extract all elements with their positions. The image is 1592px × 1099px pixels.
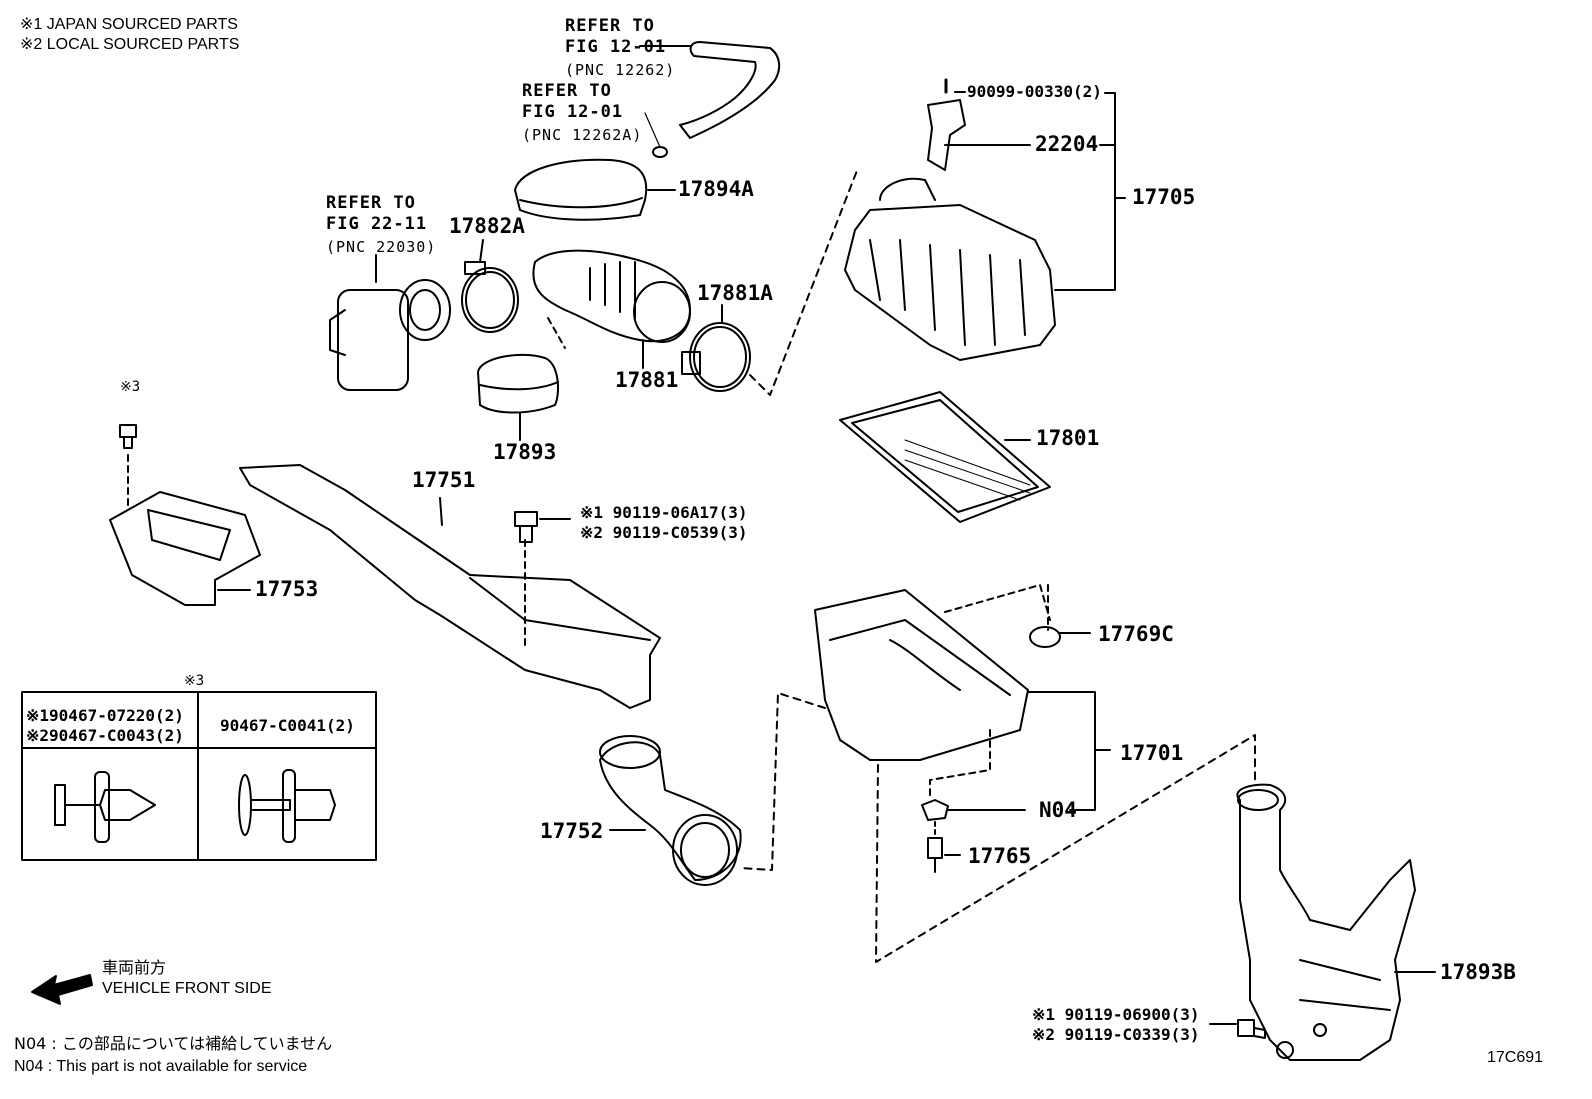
part-90119-C0539[interactable]: ※2 90119-C0539(3) xyxy=(580,523,748,542)
mark3-table: ※3 xyxy=(184,673,205,689)
bolt-90119-bottom xyxy=(1209,1019,1266,1039)
clip-left-part-1[interactable]: ※190467-07220(2) xyxy=(26,706,184,725)
part-17894A[interactable]: 17894A xyxy=(678,177,754,201)
resonator-cap-17894A xyxy=(514,158,676,221)
hose-12262 xyxy=(639,41,781,139)
ref-c-line2[interactable]: FIG 22-11 xyxy=(326,214,428,234)
part-N04 xyxy=(921,799,1026,836)
ref-c-line3: (PNC 22030) xyxy=(326,238,437,256)
resonator-17893B xyxy=(1236,783,1436,1061)
legend-japan: ※1 JAPAN SOURCED PARTS xyxy=(20,16,238,33)
clamp-17881A xyxy=(681,304,751,392)
part-17753[interactable]: 17753 xyxy=(255,577,319,601)
part-17705[interactable]: 17705 xyxy=(1132,185,1196,209)
part-17765[interactable]: 17765 xyxy=(968,844,1032,868)
part-90119-06A17[interactable]: ※1 90119-06A17(3) xyxy=(580,503,748,522)
clip-right xyxy=(238,769,336,843)
ref-a-line1: REFER TO xyxy=(565,16,655,36)
ref-c-line1: REFER TO xyxy=(326,193,416,213)
air-cleaner-cap-17705 xyxy=(844,92,1126,361)
front-arrow-icon xyxy=(31,974,93,1005)
part-17752[interactable]: 17752 xyxy=(540,819,604,843)
duct-17753 xyxy=(109,491,261,606)
part-17893B[interactable]: 17893B xyxy=(1440,960,1516,984)
leader-dashed-case xyxy=(739,692,826,871)
intake-hose-17881 xyxy=(532,249,691,369)
clamp-12262A xyxy=(644,112,668,158)
air-cleaner-case-17701 xyxy=(814,584,1111,811)
ref-b-line1: REFER TO xyxy=(522,81,612,101)
clip-table xyxy=(21,691,377,861)
front-label-jp: 車両前方 xyxy=(102,958,167,977)
figure-code: 17C691 xyxy=(1487,1049,1544,1066)
clamp-17882A xyxy=(461,239,519,333)
part-17751[interactable]: 17751 xyxy=(412,468,476,492)
bolt-mark3 xyxy=(119,424,137,511)
part-17701[interactable]: 17701 xyxy=(1120,741,1184,765)
sensor-22204 xyxy=(927,78,1031,171)
resonator-17893 xyxy=(477,353,559,441)
throttle-body-22030 xyxy=(329,254,451,391)
mark3-bolt: ※3 xyxy=(120,379,141,395)
part-17801[interactable]: 17801 xyxy=(1036,426,1100,450)
ref-a-line3: (PNC 12262) xyxy=(565,61,676,79)
part-22204[interactable]: 22204 xyxy=(1035,132,1099,156)
part-90099-00330[interactable]: 90099-00330(2) xyxy=(967,82,1102,101)
part-90119-C0339[interactable]: ※2 90119-C0339(3) xyxy=(1032,1025,1200,1044)
elbow-17752 xyxy=(599,735,742,886)
front-label-en: VEHICLE FRONT SIDE xyxy=(102,980,272,997)
ref-b-line2[interactable]: FIG 12-01 xyxy=(522,102,624,122)
legend-local: ※2 LOCAL SOURCED PARTS xyxy=(20,36,240,53)
bolt-17765 xyxy=(927,837,961,873)
ref-b-line3: (PNC 12262A) xyxy=(522,126,643,144)
grommet-17769C xyxy=(1029,626,1091,648)
clip-left xyxy=(54,771,156,843)
part-17893[interactable]: 17893 xyxy=(493,440,557,464)
part-17881[interactable]: 17881 xyxy=(615,368,679,392)
part-N04[interactable]: N04 xyxy=(1039,798,1077,822)
part-17881A[interactable]: 17881A xyxy=(697,281,773,305)
leader-dashed-resonator xyxy=(875,734,1256,963)
part-17882A[interactable]: 17882A xyxy=(449,214,525,238)
footnote-jp: N04 : この部品については補給していません xyxy=(14,1034,333,1053)
air-filter-17801 xyxy=(839,391,1051,523)
duct-17751 xyxy=(239,464,661,709)
bolt-90119-top xyxy=(514,511,571,543)
part-17769C[interactable]: 17769C xyxy=(1098,622,1174,646)
leader-dashed-hose xyxy=(749,167,859,396)
clip-right-part[interactable]: 90467-C0041(2) xyxy=(220,716,355,735)
clip-left-part-2[interactable]: ※290467-C0043(2) xyxy=(26,726,184,745)
ref-a-line2[interactable]: FIG 12-01 xyxy=(565,37,667,57)
part-90119-06900[interactable]: ※1 90119-06900(3) xyxy=(1032,1005,1200,1024)
footnote-en: N04 : This part is not available for ser… xyxy=(14,1058,308,1075)
